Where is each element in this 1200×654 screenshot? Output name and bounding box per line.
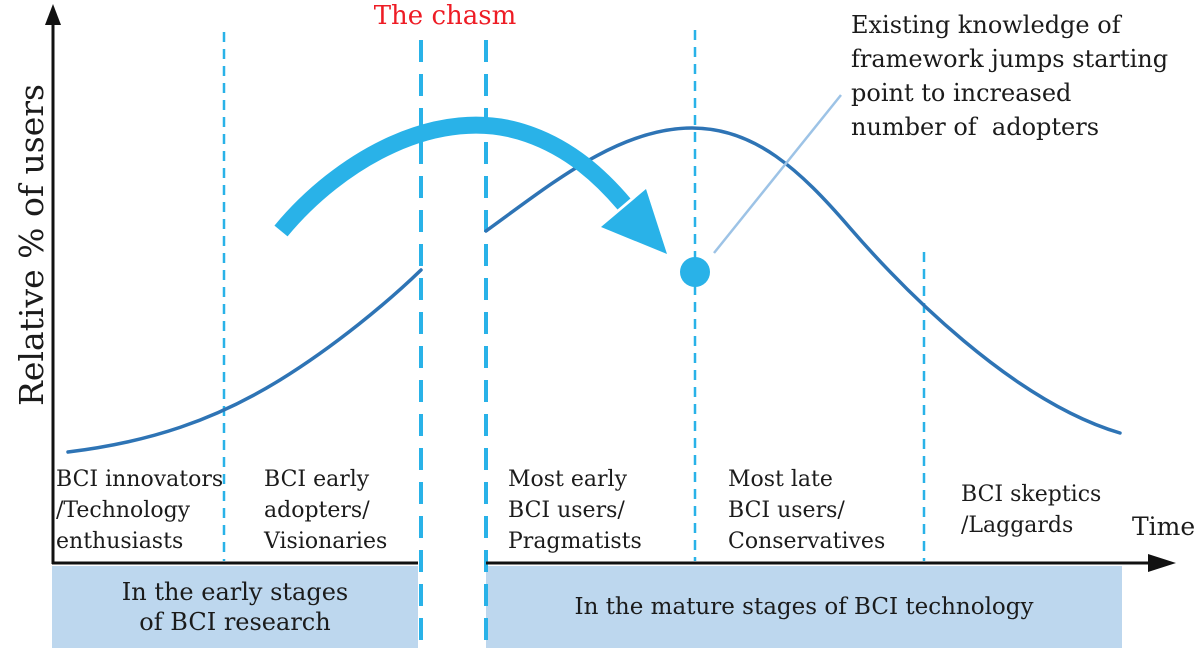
category-line: BCI early [264, 467, 370, 492]
stage-band-early-line2: of BCI research [139, 608, 331, 636]
stage-band-early-line1: In the early stages [121, 578, 349, 606]
y-axis-label: Relative % of users [12, 84, 51, 406]
category-label-skeptics: BCI skeptics /Laggards [961, 479, 1101, 541]
category-label-innovators: BCI innovators /Technology enthusiasts [56, 464, 223, 557]
category-label-early-adopters: BCI early adopters/ Visionaries [264, 464, 387, 557]
category-label-late-users: Most late BCI users/ Conservatives [728, 464, 885, 557]
category-line: BCI innovators [56, 467, 224, 492]
adoption-jump-arrowhead-icon [601, 189, 667, 254]
category-line: BCI skeptics [961, 482, 1102, 507]
category-line: /Technology [56, 498, 191, 523]
category-label-early-users: Most early BCI users/ Pragmatists [508, 464, 642, 557]
category-line: BCI users/ [728, 498, 845, 523]
chasm-label: The chasm [373, 1, 517, 31]
jump-start-point-dot [680, 257, 710, 287]
bell-curve-left-segment [66, 268, 423, 454]
annotation-line: point to increased [851, 79, 1072, 107]
category-line: adopters/ [264, 498, 370, 523]
category-line: enthusiasts [56, 529, 184, 554]
annotation-line: framework jumps starting [851, 45, 1169, 73]
category-line: Visionaries [264, 529, 388, 554]
stage-band-mature-label: In the mature stages of BCI technology [574, 594, 1034, 620]
category-line: Most late [728, 467, 833, 492]
x-axis-arrowhead-icon [1148, 554, 1176, 572]
y-axis-arrowhead-icon [45, 4, 61, 25]
stage-band-early: In the early stages of BCI research [52, 566, 418, 648]
stage-band-mature: In the mature stages of BCI technology [486, 566, 1122, 648]
category-line: Conservatives [728, 529, 886, 554]
annotation-line: number of adopters [851, 113, 1100, 141]
annotation-text: Existing knowledge of framework jumps st… [851, 8, 1168, 144]
annotation-leader-line [713, 94, 842, 254]
category-line: Pragmatists [508, 529, 642, 554]
category-line: /Laggards [961, 513, 1074, 538]
x-axis-label: Time [1132, 512, 1196, 541]
annotation-line: Existing knowledge of [851, 11, 1121, 39]
category-line: Most early [508, 467, 628, 492]
adoption-jump-arrow [274, 116, 631, 237]
bell-curve-right-segment [484, 126, 1122, 435]
category-line: BCI users/ [508, 498, 625, 523]
